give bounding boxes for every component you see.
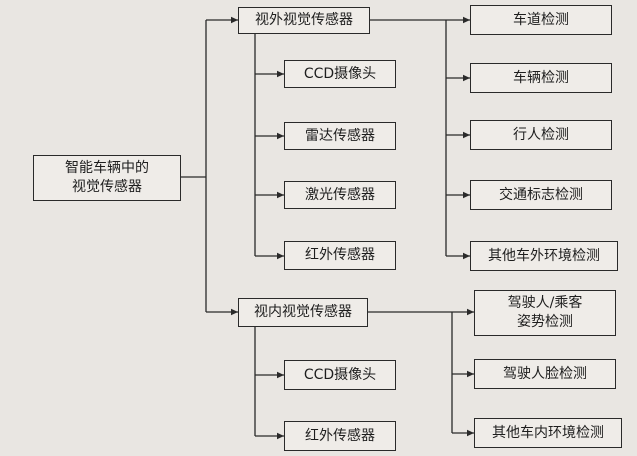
- inner-sensor-category: 视内视觉传感器: [238, 298, 368, 327]
- outer-sensor-radar: 雷达传感器: [284, 122, 396, 150]
- outer-detection-traffic-sign: 交通标志检测: [470, 180, 612, 210]
- inner-detection-driver-passenger-pose: 驾驶人/乘客 姿势检测: [474, 290, 616, 336]
- outer-detection-vehicle: 车辆检测: [470, 63, 612, 93]
- outer-sensor-laser: 激光传感器: [284, 181, 396, 209]
- outer-detection-lane: 车道检测: [470, 5, 612, 35]
- outer-sensor-category: 视外视觉传感器: [238, 7, 370, 34]
- root-node: 智能车辆中的 视觉传感器: [33, 155, 181, 201]
- inner-detection-driver-face: 驾驶人脸检测: [474, 359, 616, 389]
- inner-sensor-infrared: 红外传感器: [284, 421, 396, 451]
- inner-detection-other-interior: 其他车内环境检测: [474, 418, 622, 448]
- outer-detection-other-exterior: 其他车外环境检测: [470, 241, 618, 271]
- outer-sensor-infrared: 红外传感器: [284, 241, 396, 270]
- outer-sensor-ccd-camera: CCD摄像头: [284, 60, 396, 88]
- outer-detection-pedestrian: 行人检测: [470, 120, 612, 150]
- inner-sensor-ccd-camera: CCD摄像头: [284, 360, 396, 390]
